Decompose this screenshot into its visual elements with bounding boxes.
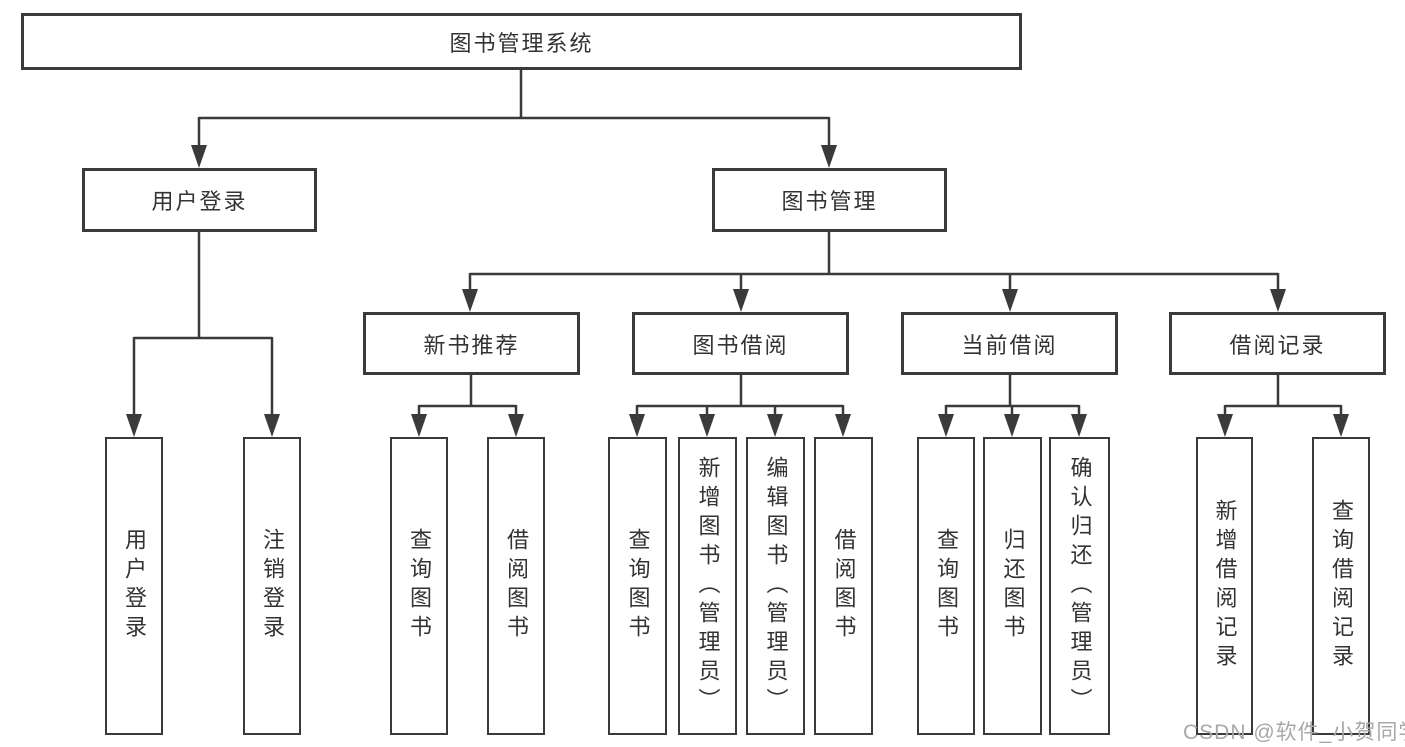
arrowhead-icon [1333, 414, 1349, 437]
leaf-borrow-book-1: 借阅图书 [487, 437, 545, 735]
arrowhead-icon [508, 414, 524, 437]
leaf-label: 新增图书（管理员） [695, 455, 721, 717]
arrowhead-icon [1071, 414, 1087, 437]
node-book-management: 图书管理 [712, 168, 947, 232]
node-book-borrow: 图书借阅 [632, 312, 849, 375]
leaf-label: 编辑图书（管理员） [763, 455, 789, 717]
arrowhead-icon [411, 414, 427, 437]
arrowhead-icon [733, 289, 749, 312]
leaf-label: 确认归还（管理员） [1067, 455, 1093, 717]
arrowhead-icon [821, 145, 837, 168]
leaf-return-book: 归还图书 [983, 437, 1042, 735]
arrowhead-icon [938, 414, 954, 437]
leaf-borrow-book-2: 借阅图书 [814, 437, 873, 735]
csdn-watermark: CSDN @软件_小贺同学 [1183, 721, 1405, 744]
leaf-logout: 注销登录 [243, 437, 301, 735]
leaf-label: 查询图书 [625, 528, 651, 644]
connector-current-borrow-subtree [944, 375, 1081, 416]
arrowhead-icon [264, 414, 280, 437]
leaf-query-book-2: 查询图书 [608, 437, 667, 735]
leaf-label: 注销登录 [260, 528, 285, 644]
leaf-label: 用户登录 [122, 528, 147, 644]
arrowhead-icon [462, 289, 478, 312]
connector-user-login-subtree [132, 232, 274, 416]
node-library-management-system: 图书管理系统 [21, 13, 1022, 70]
leaf-label: 查询借阅记录 [1329, 499, 1354, 673]
leaf-label: 借阅图书 [504, 528, 529, 644]
leaf-query-borrow-record: 查询借阅记录 [1312, 437, 1370, 735]
arrowhead-icon [1002, 289, 1018, 312]
arrowhead-icon [699, 414, 715, 437]
leaf-label: 借阅图书 [831, 528, 857, 644]
node-new-book-recommend: 新书推荐 [363, 312, 580, 375]
leaf-user-login: 用户登录 [105, 437, 163, 735]
arrowhead-icon [835, 414, 851, 437]
arrowhead-icon [191, 145, 207, 168]
leaf-label: 查询图书 [407, 528, 432, 644]
leaf-edit-book-admin: 编辑图书（管理员） [746, 437, 805, 735]
arrowhead-icon [1004, 414, 1020, 437]
arrowhead-icon [767, 414, 783, 437]
connector-book-borrow-subtree [635, 375, 845, 416]
node-borrow-record: 借阅记录 [1169, 312, 1386, 375]
connector-new-book-subtree [417, 375, 518, 416]
leaf-add-borrow-record: 新增借阅记录 [1196, 437, 1253, 735]
leaf-query-book-3: 查询图书 [917, 437, 975, 735]
arrowhead-icon [1217, 414, 1233, 437]
leaf-add-book-admin: 新增图书（管理员） [678, 437, 737, 735]
arrowhead-icon [1270, 289, 1286, 312]
node-current-borrow: 当前借阅 [901, 312, 1118, 375]
node-user-login: 用户登录 [82, 168, 317, 232]
leaf-confirm-return-admin: 确认归还（管理员） [1049, 437, 1110, 735]
connector-root-to-level2 [197, 70, 831, 147]
leaf-label: 查询图书 [934, 528, 959, 644]
leaf-label: 新增借阅记录 [1212, 499, 1238, 673]
arrowhead-icon [629, 414, 645, 437]
connector-book-management-to-sections [468, 232, 1280, 291]
arrowhead-icon [126, 414, 142, 437]
leaf-query-book-1: 查询图书 [390, 437, 448, 735]
connector-borrow-record-subtree [1223, 375, 1343, 416]
leaf-label: 归还图书 [1000, 528, 1026, 644]
